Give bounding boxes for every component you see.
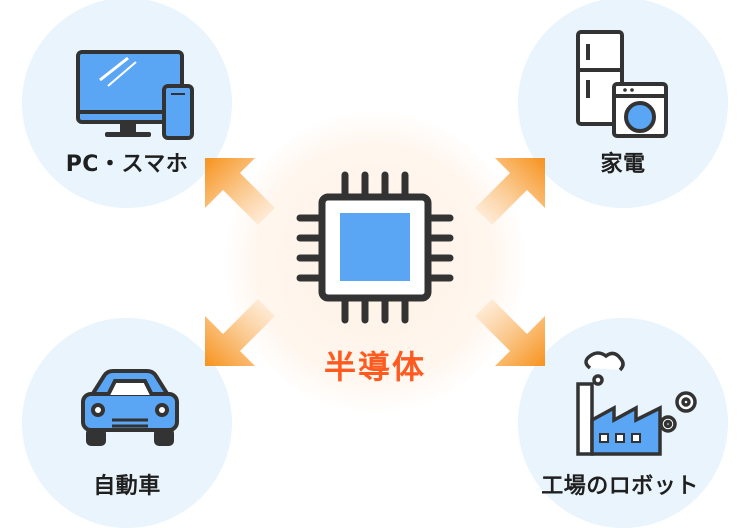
monitor-smartphone-icon xyxy=(76,50,194,140)
fridge-washer-icon xyxy=(576,30,668,138)
factory-gear-icon xyxy=(576,351,697,456)
label-factory-robot: 工場のロボット xyxy=(541,474,699,499)
arrow-top-right-icon xyxy=(475,158,545,225)
label-car: 自動車 xyxy=(93,474,161,499)
label-pc-smartphone: PC・スマホ xyxy=(65,152,189,177)
label-home-appliance: 家電 xyxy=(600,152,646,177)
chip-icon xyxy=(296,171,454,324)
center-title: 半導体 xyxy=(323,348,426,386)
arrow-bottom-left-icon xyxy=(205,299,275,366)
arrow-top-left-icon xyxy=(205,158,275,225)
arrow-bottom-right-icon xyxy=(475,299,545,366)
car-icon xyxy=(81,369,179,446)
